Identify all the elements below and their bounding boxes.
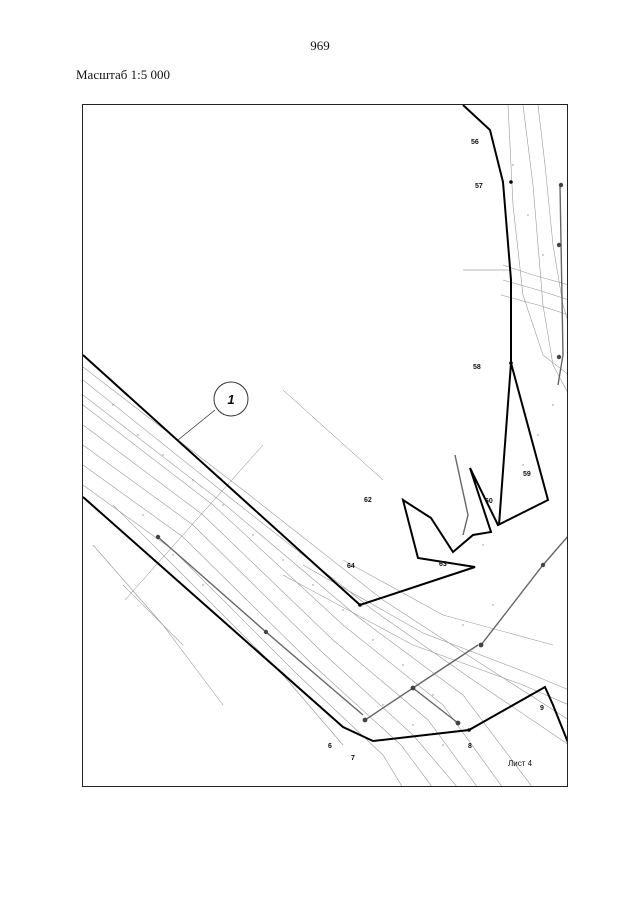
cadastral-map: 1 56 57 58 59 60 62 63 64 6 7 8 9 Лист 4: [83, 105, 567, 786]
point-label-59: 59: [523, 471, 531, 478]
point-label-63: 63: [439, 561, 447, 568]
helper-lines: [124, 269, 511, 601]
callout-label: 1: [227, 392, 234, 407]
point-label-56: 56: [471, 139, 479, 146]
sheet-label: Лист 4: [508, 759, 533, 768]
point-label-64: 64: [347, 563, 355, 570]
page-number: 969: [310, 38, 330, 53]
point-label-8: 8: [468, 743, 472, 750]
map-frame: 1 56 57 58 59 60 62 63 64 6 7 8 9 Лист 4: [82, 104, 568, 787]
nodes: [155, 180, 564, 732]
boundary-lines: [83, 105, 567, 743]
terrain-lines: [83, 105, 567, 786]
point-label-60: 60: [485, 498, 493, 505]
point-label-9: 9: [540, 705, 544, 712]
point-label-58: 58: [473, 364, 481, 371]
point-label-57: 57: [475, 183, 483, 190]
terrain-dots: [112, 164, 554, 746]
point-label-62: 62: [364, 497, 372, 504]
scale-label: Масштаб 1:5 000: [76, 67, 170, 82]
callout-marker: 1: [177, 381, 249, 441]
point-label-7: 7: [351, 755, 355, 762]
utility-lines: [157, 184, 567, 724]
point-label-6: 6: [328, 743, 332, 750]
